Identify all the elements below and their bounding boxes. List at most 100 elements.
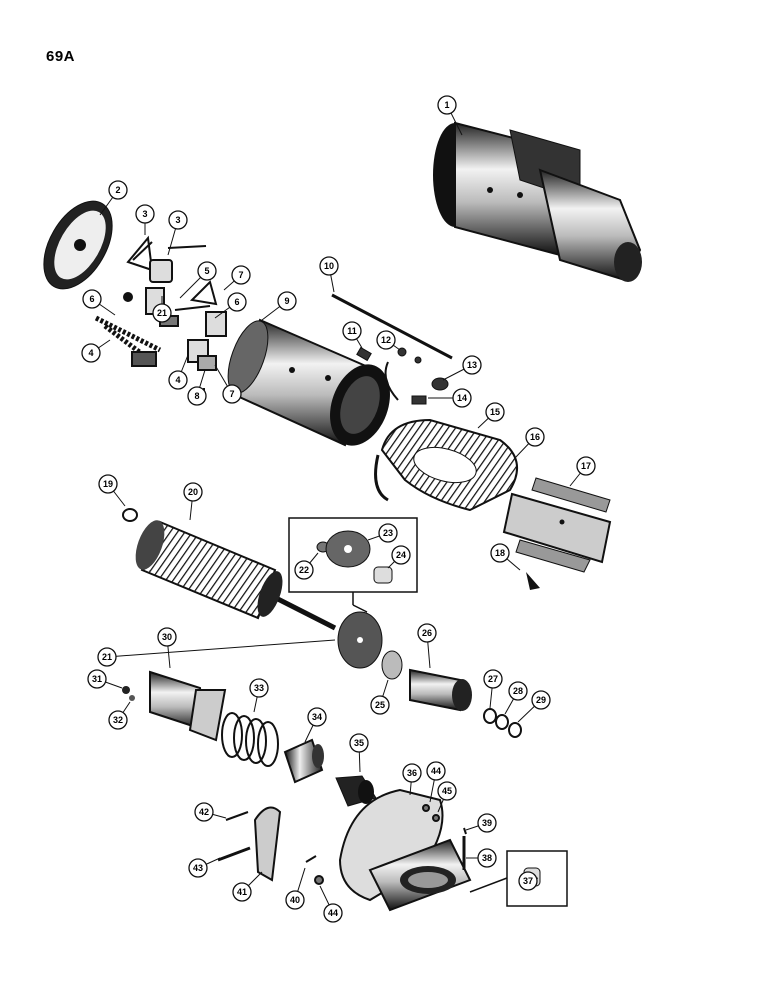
callout-number-43: 43 <box>193 863 203 873</box>
callout-bubble-12 <box>376 330 396 350</box>
callout-number-32: 32 <box>113 715 123 725</box>
callout-bubble-36 <box>402 763 422 783</box>
callout-bubble-44 <box>323 903 343 923</box>
callout-number-25: 25 <box>375 700 385 710</box>
callout-bubble-26 <box>417 623 437 643</box>
callout-bubble-42 <box>194 802 214 822</box>
callout-number-23: 23 <box>383 528 393 538</box>
callout-bubble-3 <box>168 210 188 230</box>
callout-number-3: 3 <box>142 209 147 219</box>
callout-bubble-30 <box>157 627 177 647</box>
callout-number-44: 44 <box>328 908 338 918</box>
callout-number-8: 8 <box>194 391 199 401</box>
callout-number-13: 13 <box>467 360 477 370</box>
pole-screw-drawing <box>526 572 540 590</box>
callout-number-3: 3 <box>175 215 180 225</box>
callout-number-19: 19 <box>103 479 113 489</box>
callout-number-35: 35 <box>354 738 364 748</box>
through-bolt-drawing <box>331 293 453 360</box>
callout-bubble-21 <box>97 647 117 667</box>
callout-bubble-25 <box>370 695 390 715</box>
callout-number-16: 16 <box>530 432 540 442</box>
page-number: 69A <box>46 48 76 65</box>
callout-number-26: 26 <box>422 628 432 638</box>
end-frame-drawing <box>43 200 113 290</box>
callout-bubble-6 <box>82 289 102 309</box>
callout-number-11: 11 <box>347 326 357 336</box>
callout-number-22: 22 <box>299 565 309 575</box>
callout-bubble-21 <box>152 303 172 323</box>
callout-bubble-24 <box>391 545 411 565</box>
callout-number-27: 27 <box>488 674 498 684</box>
plunger-drawing <box>283 738 324 784</box>
callout-bubble-19 <box>98 474 118 494</box>
inset-box <box>288 517 418 613</box>
callout-number-45: 45 <box>442 786 452 796</box>
callout-number-24: 24 <box>396 550 406 560</box>
callout-number-2: 2 <box>115 185 120 195</box>
callout-number-37: 37 <box>523 876 533 886</box>
callout-number-5: 5 <box>204 266 209 276</box>
callout-bubble-40 <box>285 890 305 910</box>
field-frame-drawing <box>227 318 390 447</box>
field-coils-drawing <box>374 418 519 512</box>
callout-bubble-15 <box>485 402 505 422</box>
callout-number-18: 18 <box>495 548 505 558</box>
callout-bubble-23 <box>378 523 398 543</box>
callout-bubble-8 <box>187 386 207 406</box>
callout-number-29: 29 <box>536 695 546 705</box>
callout-bubble-18 <box>490 543 510 563</box>
callout-bubble-27 <box>483 669 503 689</box>
callout-number-36: 36 <box>407 768 417 778</box>
callout-bubble-35 <box>349 733 369 753</box>
terminal-parts-drawing <box>356 346 449 405</box>
callout-number-6: 6 <box>234 297 239 307</box>
callout-number-38: 38 <box>482 853 492 863</box>
callout-number-30: 30 <box>162 632 172 642</box>
spring-drawing <box>221 712 279 767</box>
callout-bubble-2 <box>108 180 128 200</box>
callout-number-15: 15 <box>490 407 500 417</box>
callout-bubble-10 <box>319 256 339 276</box>
callout-number-12: 12 <box>381 335 391 345</box>
callout-bubble-6 <box>227 292 247 312</box>
callout-bubble-16 <box>525 427 545 447</box>
callout-number-7: 7 <box>238 270 243 280</box>
callout-leader-21 <box>106 639 336 658</box>
callout-bubble-13 <box>462 355 482 375</box>
callout-number-40: 40 <box>290 895 300 905</box>
callout-number-14: 14 <box>457 393 467 403</box>
callout-bubble-14 <box>452 388 472 408</box>
callout-number-7: 7 <box>229 389 234 399</box>
drive-parts-drawing <box>337 611 522 738</box>
starter-assembly-drawing <box>433 121 642 282</box>
callout-bubble-41 <box>232 882 252 902</box>
callout-bubble-4 <box>168 370 188 390</box>
callout-number-28: 28 <box>513 686 523 696</box>
callout-bubble-38 <box>477 848 497 868</box>
callout-bubble-20 <box>183 482 203 502</box>
callout-number-4: 4 <box>88 348 93 358</box>
drive-housing-drawing <box>338 788 472 912</box>
callout-bubble-1 <box>437 95 457 115</box>
callout-number-41: 41 <box>237 887 247 897</box>
callout-bubble-5 <box>197 261 217 281</box>
callout-bubble-28 <box>508 681 528 701</box>
callout-bubble-9 <box>277 291 297 311</box>
callout-bubble-39 <box>477 813 497 833</box>
callout-number-17: 17 <box>581 461 591 471</box>
callout-number-21: 21 <box>157 308 167 318</box>
callout-number-4: 4 <box>175 375 180 385</box>
callout-bubble-3 <box>135 204 155 224</box>
callout-bubble-45 <box>437 781 457 801</box>
callout-number-39: 39 <box>482 818 492 828</box>
callout-number-44: 44 <box>431 766 441 776</box>
callout-number-34: 34 <box>312 712 322 722</box>
callout-bubble-7 <box>231 265 251 285</box>
callout-number-6: 6 <box>89 294 94 304</box>
callout-bubble-33 <box>249 678 269 698</box>
callout-bubble-11 <box>342 321 362 341</box>
callout-bubble-29 <box>531 690 551 710</box>
callout-bubble-4 <box>81 343 101 363</box>
